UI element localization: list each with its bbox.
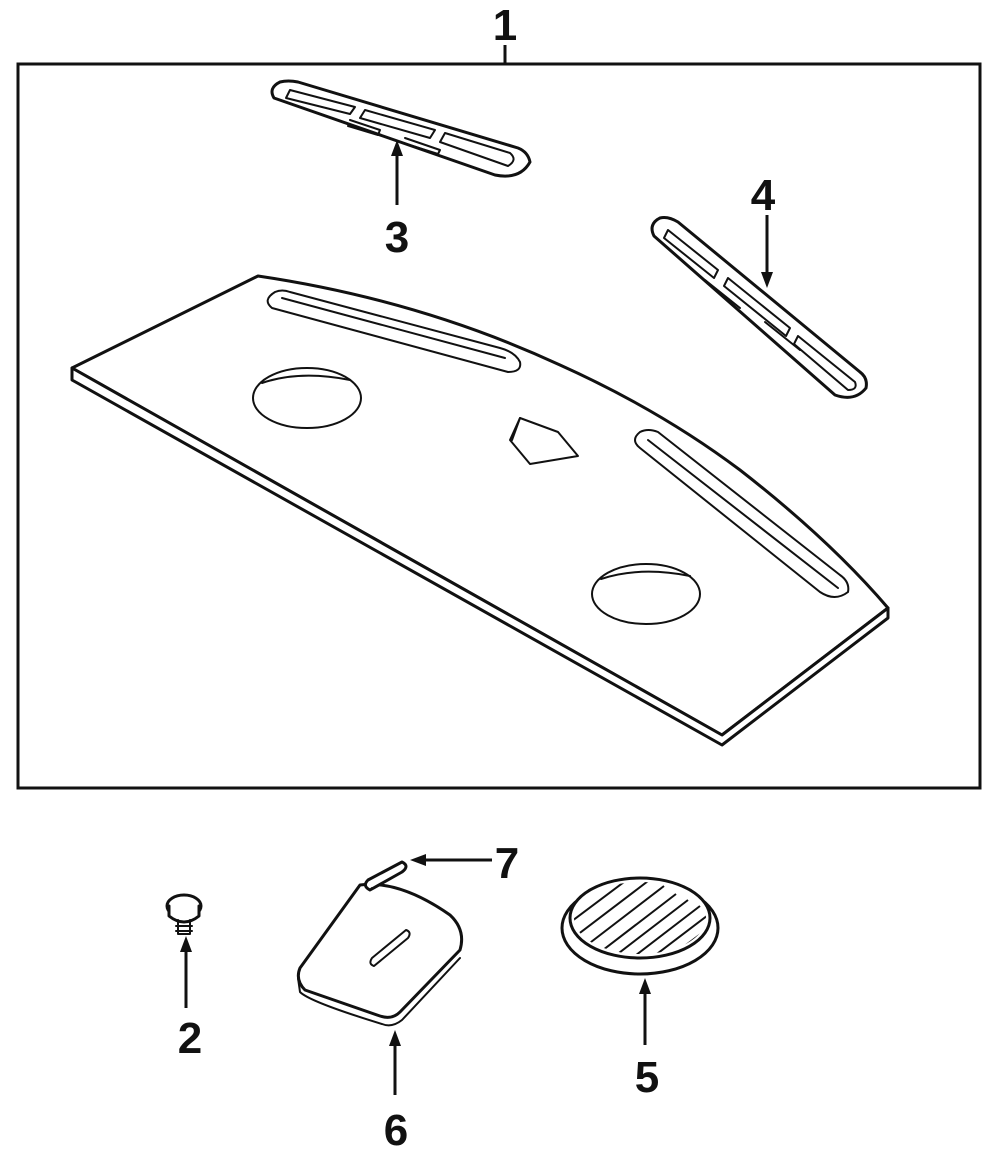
leader-6 (389, 1030, 401, 1095)
push-clip-2 (165, 893, 203, 935)
package-tray (70, 274, 890, 747)
callout-4: 4 (751, 171, 776, 220)
insert-7 (363, 860, 408, 892)
speaker-grille-5 (560, 876, 720, 976)
cover-6 (296, 882, 464, 1027)
vent-grille-3 (270, 79, 532, 178)
callout-6: 6 (384, 1106, 408, 1155)
callout-2: 2 (178, 1014, 202, 1063)
callout-3: 3 (385, 213, 409, 262)
leader-5 (639, 978, 651, 1045)
leader-3 (391, 140, 403, 205)
callout-5: 5 (635, 1053, 659, 1102)
callout-1: 1 (493, 1, 517, 50)
vent-grille-4 (650, 216, 868, 399)
leader-2 (180, 936, 192, 1008)
leader-4 (761, 215, 773, 288)
leader-7 (410, 854, 492, 866)
assembly-frame (16, 45, 982, 790)
callout-7: 7 (495, 839, 519, 888)
